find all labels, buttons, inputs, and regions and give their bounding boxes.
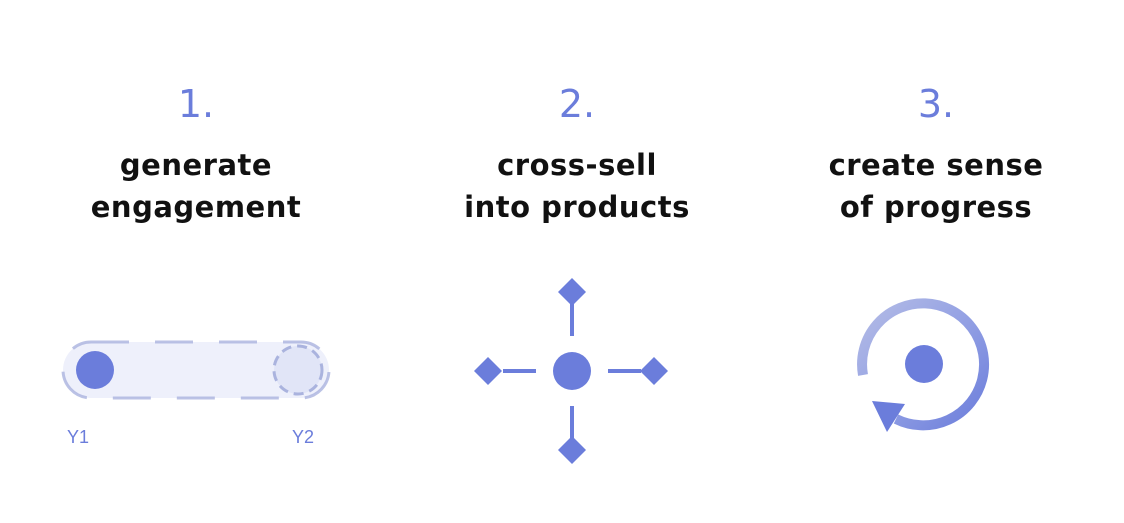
step-title-line: of progress — [839, 190, 1033, 224]
center-dot — [553, 352, 591, 390]
step-title-line: into products — [464, 190, 690, 224]
step-number: 2. — [558, 82, 596, 126]
step-title: generate engagement — [26, 144, 366, 228]
arrow-down-diamond — [558, 436, 586, 464]
step-title-line: cross-sell — [497, 148, 657, 182]
progress-arc — [857, 298, 990, 431]
arrow-right-diamond — [640, 357, 668, 385]
arrow-left-diamond — [474, 357, 502, 385]
step-2: 2. cross-sell into products — [407, 82, 747, 228]
step-title-line: generate — [119, 148, 273, 182]
timeline-end-ghost — [272, 344, 324, 396]
timeline-end-label: Y2 — [292, 427, 315, 447]
step-title-line: engagement — [90, 190, 302, 224]
center-dot — [905, 345, 943, 383]
cross-arrows-icon — [474, 278, 668, 464]
timeline-start-dot — [76, 351, 114, 389]
arrow-up-diamond — [558, 278, 586, 306]
timeline-track — [63, 342, 329, 398]
step-title-line: create sense — [828, 148, 1044, 182]
step-title: create sense of progress — [766, 144, 1106, 228]
progress-arrowhead — [872, 401, 905, 432]
step-number: 1. — [177, 82, 215, 126]
timeline-start-label: Y1 — [67, 427, 90, 447]
step-1: 1. generate engagement — [26, 82, 366, 228]
step-3: 3. create sense of progress — [766, 82, 1106, 228]
timeline-track-outline — [61, 340, 331, 400]
step-number: 3. — [917, 82, 955, 126]
progress-cycle-icon — [857, 298, 990, 432]
step-title: cross-sell into products — [407, 144, 747, 228]
timeline-icon — [61, 340, 331, 400]
